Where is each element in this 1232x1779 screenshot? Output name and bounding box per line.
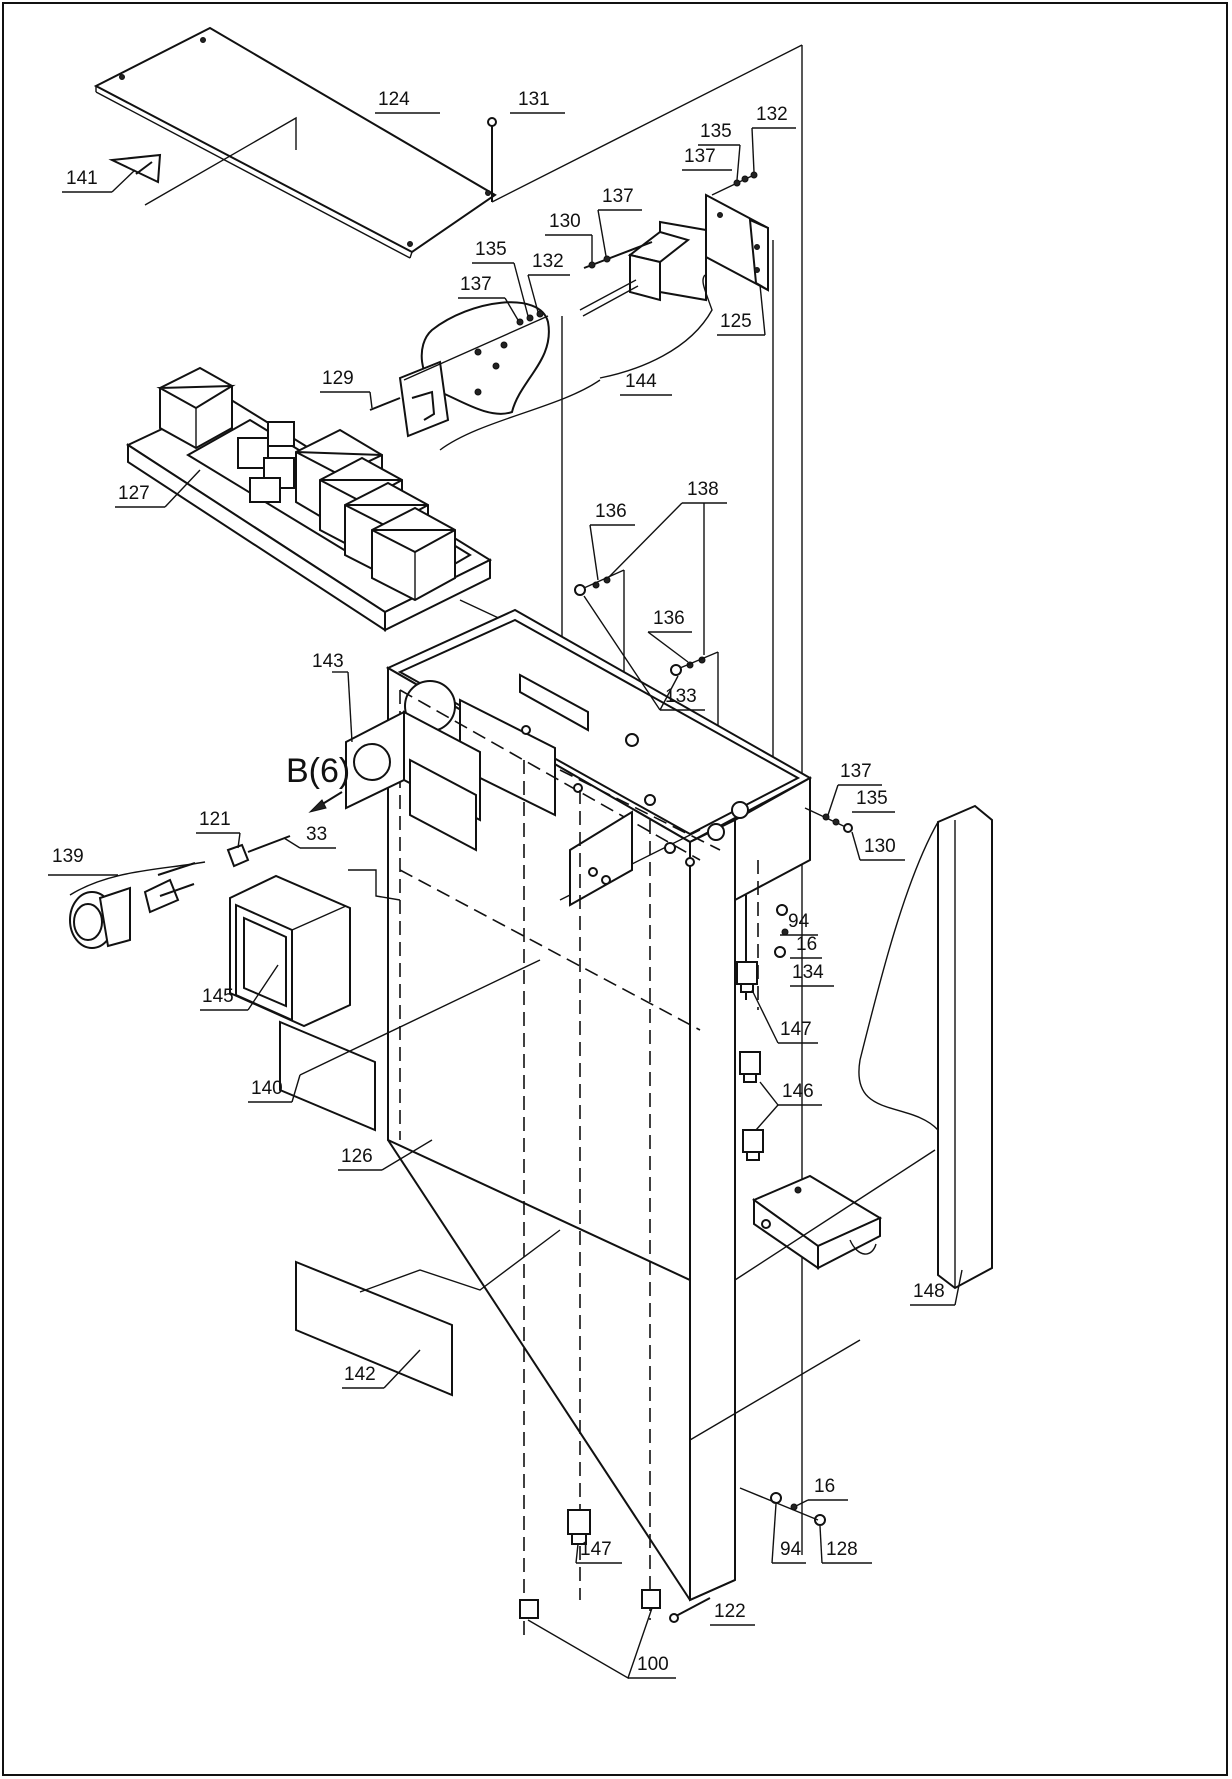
callout-138: 138 — [687, 479, 719, 500]
callout-135c: 135 — [856, 788, 888, 809]
callout-148: 148 — [913, 1281, 945, 1302]
callout-125: 125 — [720, 311, 752, 332]
cable-glands — [519, 961, 764, 1619]
callout-137c: 137 — [460, 274, 492, 295]
screw-122 — [669, 1597, 711, 1623]
callout-122: 122 — [714, 1601, 746, 1622]
callout-134: 134 — [792, 962, 824, 983]
screw-131 — [487, 44, 803, 203]
callout-129: 129 — [322, 368, 354, 389]
motor-screw — [583, 241, 653, 269]
label-plate — [345, 710, 481, 852]
callout-128: 128 — [826, 1539, 858, 1560]
callout-16a: 16 — [796, 934, 817, 955]
callout-137b: 137 — [602, 186, 634, 207]
panel-meter-display — [229, 869, 401, 1028]
callout-143: 143 — [312, 651, 344, 672]
callout-124: 124 — [378, 89, 410, 110]
callout-132a: 132 — [756, 104, 788, 125]
callout-33: 33 — [306, 824, 327, 845]
label-plate-140 — [279, 959, 541, 1132]
callout-140: 140 — [251, 1078, 283, 1099]
motor-bracket — [705, 193, 769, 292]
callout-147b: 147 — [580, 1539, 612, 1560]
callout-141: 141 — [66, 168, 98, 189]
callout-127: 127 — [118, 483, 150, 504]
callout-132b: 132 — [532, 251, 564, 272]
callout-145: 145 — [202, 986, 234, 1007]
callout-121: 121 — [199, 809, 231, 830]
callout-136b: 136 — [653, 608, 685, 629]
selector-switch-assembly — [369, 274, 713, 451]
right-fasteners — [774, 807, 853, 958]
callout-130b: 130 — [864, 836, 896, 857]
callout-144: 144 — [625, 371, 657, 392]
direction-arrow-symbol — [108, 116, 297, 206]
callout-94b: 94 — [780, 1539, 802, 1560]
callout-137d: 137 — [840, 761, 872, 782]
control-board-pcb — [125, 366, 493, 632]
label-plate-142 — [295, 1229, 561, 1397]
callout-labels: 124 131 141 135 132 137 130 137 135 132 … — [48, 89, 963, 1680]
callout-133: 133 — [665, 686, 697, 707]
callout-135b: 135 — [475, 239, 507, 260]
callout-131: 131 — [518, 89, 550, 110]
callout-126: 126 — [341, 1146, 373, 1167]
callout-147a: 147 — [780, 1019, 812, 1040]
bottom-right-screws — [739, 1487, 826, 1526]
callout-16b: 16 — [814, 1476, 835, 1497]
callout-146: 146 — [782, 1081, 814, 1102]
callout-130a: 130 — [549, 211, 581, 232]
knob-assembly — [69, 835, 291, 949]
callout-100: 100 — [637, 1654, 669, 1675]
callout-135a: 135 — [700, 121, 732, 142]
callout-137a: 137 — [684, 146, 716, 167]
callout-136a: 136 — [595, 501, 627, 522]
bracket-fasteners — [711, 171, 758, 196]
side-door-panel — [858, 804, 993, 1290]
stepper-motor — [579, 220, 707, 317]
callout-94a: 94 — [788, 911, 810, 932]
view-arrow — [308, 791, 343, 813]
callout-139: 139 — [52, 846, 84, 867]
callout-142: 142 — [344, 1364, 376, 1385]
hinge-bracket — [689, 1149, 936, 1441]
view-label: B(6) — [286, 752, 350, 790]
